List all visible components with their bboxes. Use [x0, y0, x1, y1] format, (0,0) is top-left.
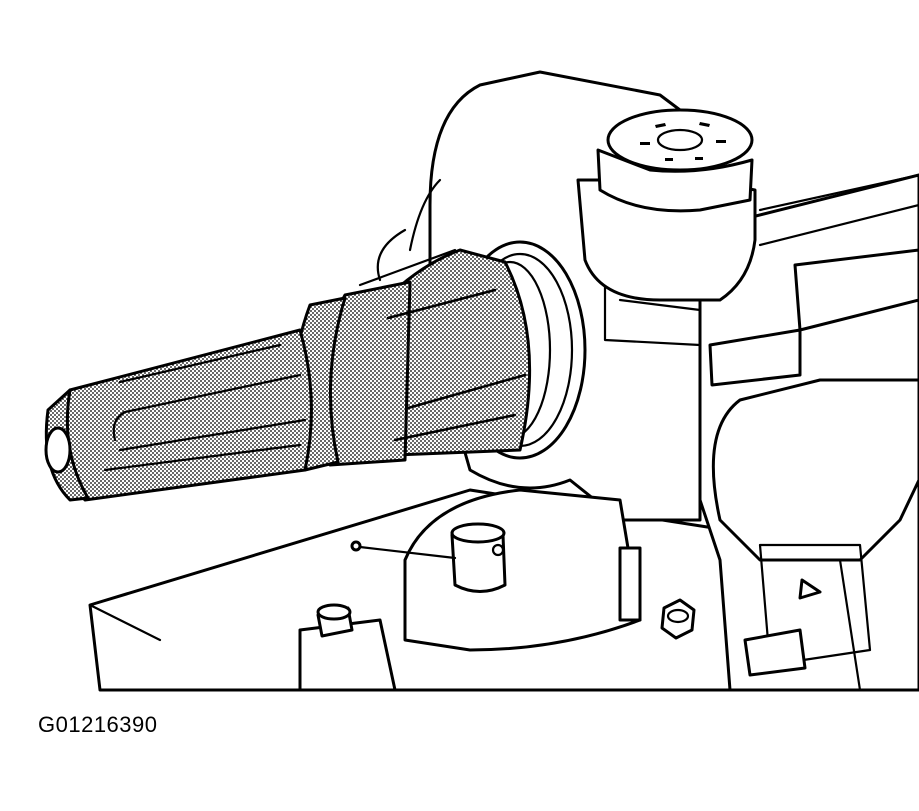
top-plug [576, 108, 757, 302]
bolt-left [298, 603, 397, 692]
seal-installer-tool [44, 248, 532, 502]
nut-right [660, 598, 696, 640]
transmission-housing [698, 173, 919, 692]
figure-id-label: G01216390 [38, 712, 158, 737]
dial-indicator-base [350, 488, 642, 652]
